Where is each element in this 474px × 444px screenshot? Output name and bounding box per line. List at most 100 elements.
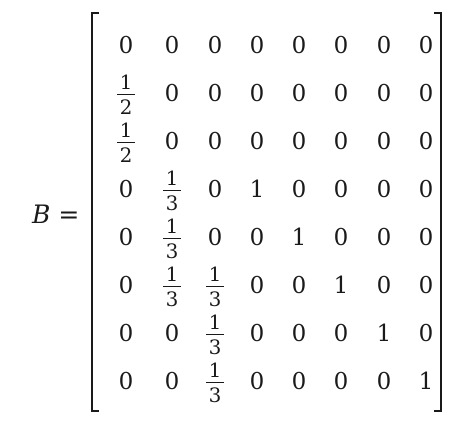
matrix-cell: 0 [118,177,134,203]
fraction-denominator: 3 [165,286,179,311]
matrix-cell: 0 [333,129,349,155]
matrix-cell: 0 [249,369,265,395]
matrix-cell: 0 [418,33,434,59]
matrix-cell: 0 [291,177,307,203]
fraction-numerator: 1 [119,117,133,142]
matrix-cell: 0 [291,321,307,347]
matrix-cell: 0 [207,81,223,107]
matrix-cell: 0 [376,273,392,299]
matrix-cell: 0 [418,273,434,299]
fraction-denominator: 3 [208,286,222,311]
matrix-cell: 0 [333,369,349,395]
matrix-cell: 0 [333,225,349,251]
matrix-cell: 0 [291,273,307,299]
fraction-numerator: 1 [165,261,179,286]
fraction-denominator: 3 [208,334,222,359]
matrix-cell: 0 [118,273,134,299]
fraction-numerator: 1 [208,309,222,334]
matrix-cell: 1 [376,321,392,347]
matrix-cell: 0 [376,177,392,203]
matrix-cell: 0 [164,129,180,155]
right-bracket [434,12,442,412]
fraction-denominator: 3 [208,382,222,407]
matrix-cell: 0 [291,129,307,155]
matrix-cell: 0 [118,321,134,347]
fraction-bar [162,189,182,191]
matrix-cell: 0 [249,273,265,299]
matrix-cell: 0 [249,33,265,59]
fraction-numerator: 1 [165,213,179,238]
matrix-cell: 0 [418,225,434,251]
fraction-denominator: 2 [119,94,133,119]
fraction-bar [116,141,136,143]
matrix-cell: 0 [376,129,392,155]
matrix-cell: 0 [207,129,223,155]
fraction-bar [116,93,136,95]
matrix-cell: 0 [164,81,180,107]
matrix-cell: 0 [249,129,265,155]
fraction-bar [205,381,225,383]
matrix-cell: 0 [291,33,307,59]
fraction-numerator: 1 [165,165,179,190]
matrix-cell: 0 [333,33,349,59]
matrix-cell: 0 [291,369,307,395]
matrix-cell: 1 [333,273,349,299]
matrix-cell: 0 [207,225,223,251]
matrix-cell: 0 [164,369,180,395]
matrix-cell: 0 [118,33,134,59]
matrix-cell: 0 [164,321,180,347]
matrix-cell: 0 [418,81,434,107]
matrix-cell: 0 [118,369,134,395]
matrix-cell: 0 [249,321,265,347]
matrix-cell: 0 [164,33,180,59]
fraction-denominator: 2 [119,142,133,167]
matrix-cell: 1 [249,177,265,203]
left-bracket [91,12,99,412]
matrix-cell: 0 [207,177,223,203]
matrix-cell: 0 [249,225,265,251]
matrix-cell: 0 [291,81,307,107]
fraction-numerator: 1 [208,357,222,382]
matrix-cell: 1 [418,369,434,395]
matrix-cell: 0 [376,33,392,59]
matrix-cell: 0 [118,225,134,251]
matrix-cell: 0 [207,33,223,59]
matrix-cell: 0 [333,177,349,203]
matrix-cell: 0 [418,129,434,155]
matrix-cell: 0 [376,369,392,395]
fraction-bar [162,285,182,287]
fraction-bar [205,333,225,335]
matrix-cell: 0 [249,81,265,107]
matrix-cell: 0 [376,81,392,107]
equation-lhs: B = [32,200,79,230]
fraction-bar [162,237,182,239]
matrix-cell: 0 [418,321,434,347]
matrix-symbol: B [32,200,51,229]
matrix-cell: 1 [291,225,307,251]
equals-sign: = [58,200,80,229]
matrix-cell: 0 [333,321,349,347]
fraction-numerator: 1 [208,261,222,286]
fraction-denominator: 3 [165,190,179,215]
matrix-cell: 0 [376,225,392,251]
fraction-denominator: 3 [165,238,179,263]
fraction-numerator: 1 [119,69,133,94]
